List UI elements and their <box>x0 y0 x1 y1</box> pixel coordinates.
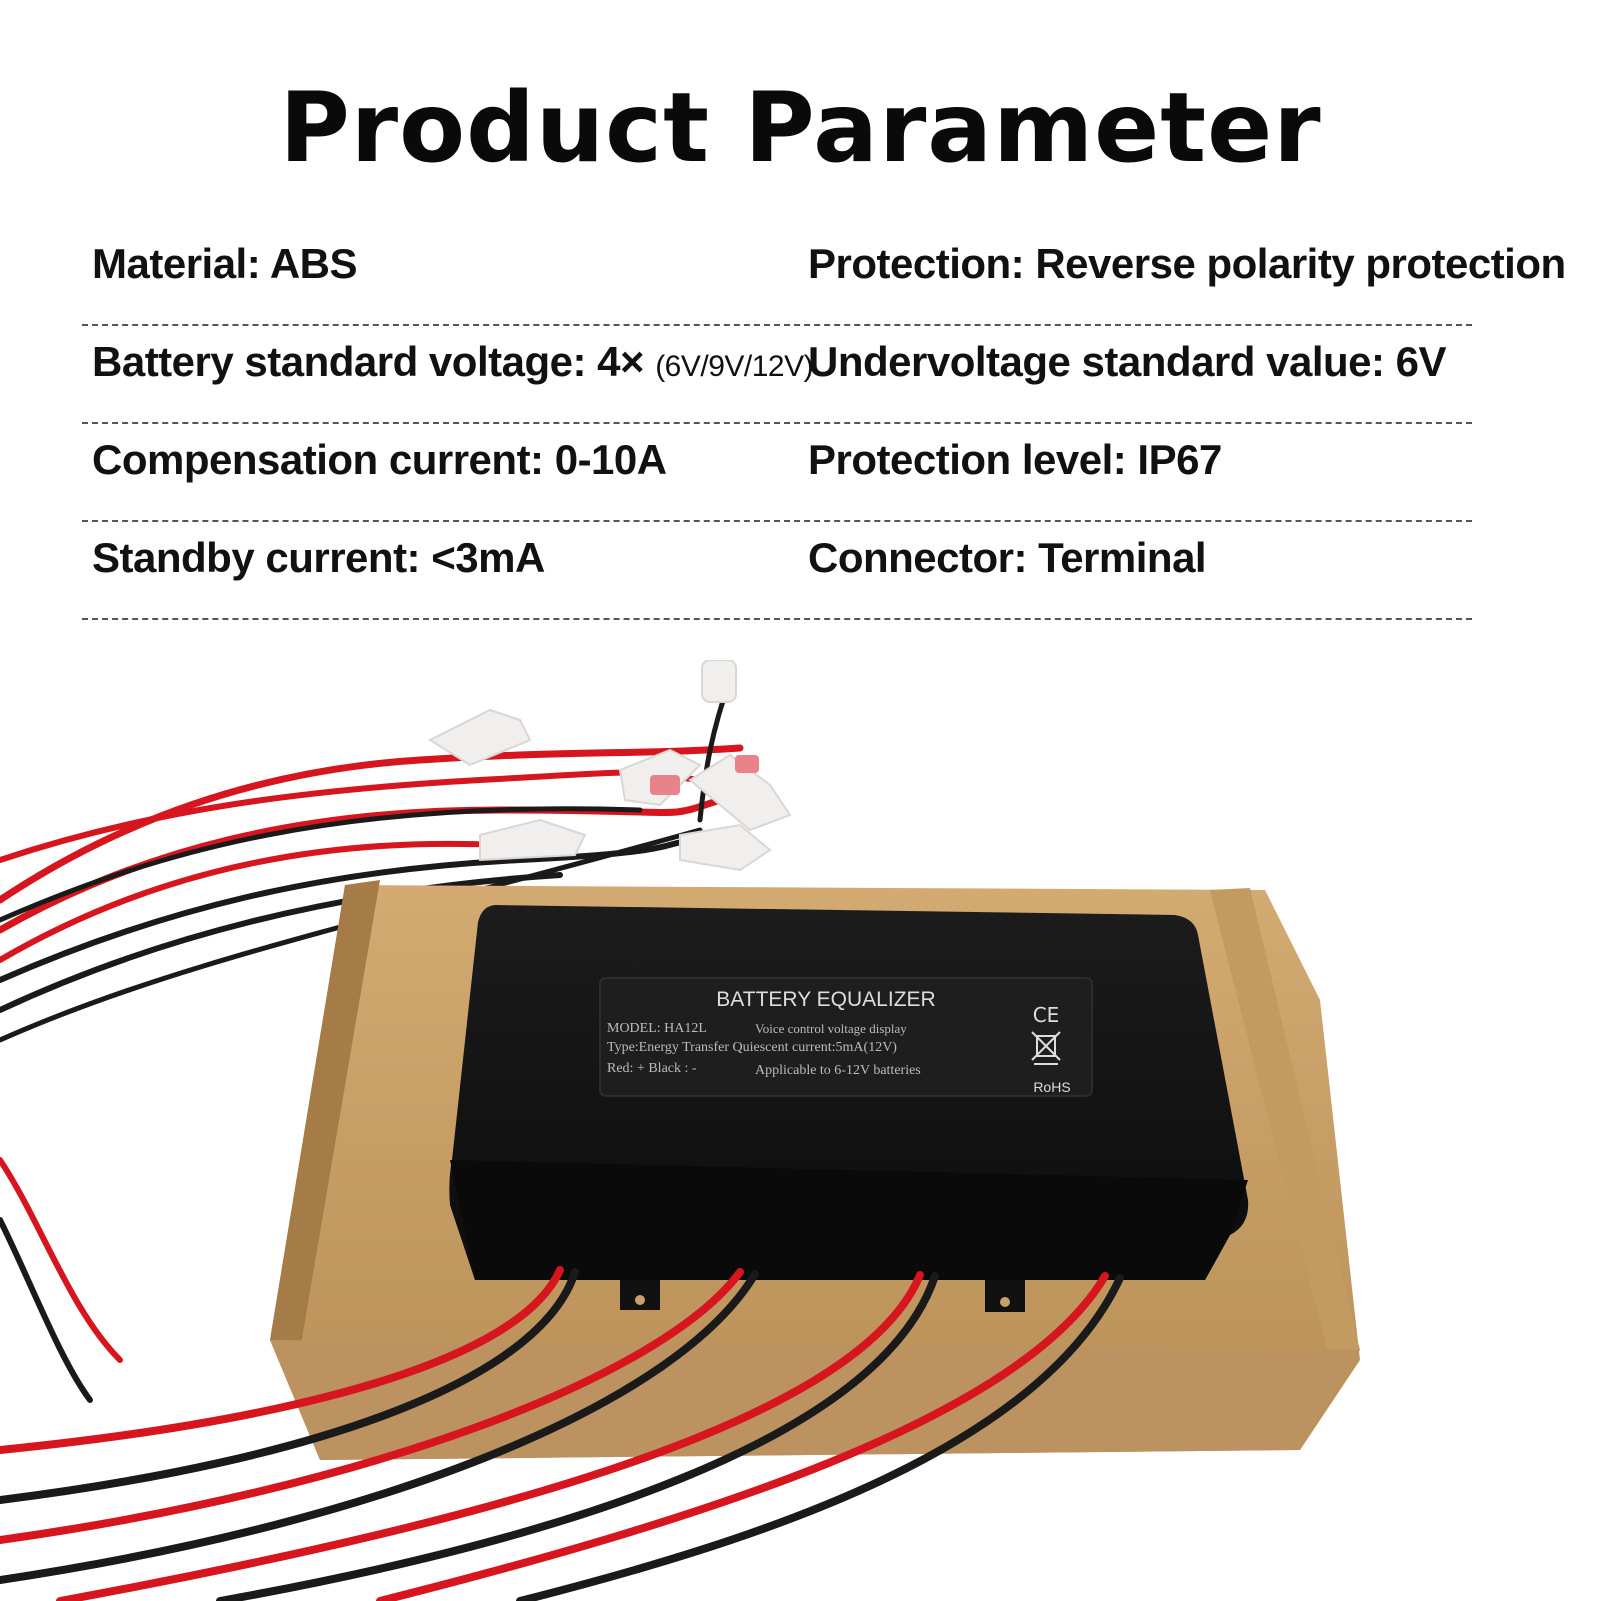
param-battery-voltage-suffix: (6V/9V/12V) <box>655 350 814 383</box>
parameter-row: Compensation current: 0-10A Protection l… <box>82 424 1472 522</box>
param-undervoltage: Undervoltage standard value: 6V <box>808 338 1447 385</box>
upper-wire-bundle <box>0 677 744 1043</box>
label-model: MODEL: HA12L <box>607 1021 707 1036</box>
weee-bin-icon <box>1031 1031 1061 1065</box>
parameter-row: Standby current: <3mA Connector: Termina… <box>82 522 1472 620</box>
terminal-connectors <box>427 660 792 872</box>
lower-wire-bundle <box>0 1157 1124 1601</box>
param-protection-level: Protection level: IP67 <box>808 436 1222 483</box>
param-compensation-current: Compensation current: 0-10A <box>92 436 667 483</box>
label-feature: Voice control voltage display <box>755 1021 907 1036</box>
label-applicable: Applicable to 6-12V batteries <box>755 1063 921 1078</box>
param-connector: Connector: Terminal <box>808 534 1207 581</box>
param-protection: Protection: Reverse polarity protection <box>808 240 1566 287</box>
param-battery-voltage-main: Battery standard voltage: 4× <box>92 338 645 385</box>
parameter-row: Battery standard voltage: 4× (6V/9V/12V)… <box>82 326 1472 424</box>
page-title: Product Parameter <box>279 72 1322 184</box>
ce-mark-icon: CE <box>1033 1003 1060 1027</box>
label-type: Type:Energy Transfer Quiescent current:5… <box>607 1040 897 1055</box>
param-standby-current: Standby current: <3mA <box>92 534 545 581</box>
param-battery-voltage: Battery standard voltage: 4× (6V/9V/12V) <box>92 338 814 386</box>
parameter-row: Material: ABS Protection: Reverse polari… <box>82 228 1566 326</box>
parameter-table: Material: ABS Protection: Reverse polari… <box>82 228 1566 620</box>
battery-equalizer-device: BATTERY EQUALIZER MODEL: HA12L Voice con… <box>449 905 1249 1312</box>
rohs-mark: RoHS <box>1033 1079 1070 1095</box>
param-material: Material: ABS <box>92 240 358 287</box>
label-polarity: Red: + Black : - <box>607 1061 697 1076</box>
product-photo: BATTERY EQUALIZER MODEL: HA12L Voice con… <box>0 660 1360 1601</box>
label-heading: BATTERY EQUALIZER <box>716 988 935 1011</box>
